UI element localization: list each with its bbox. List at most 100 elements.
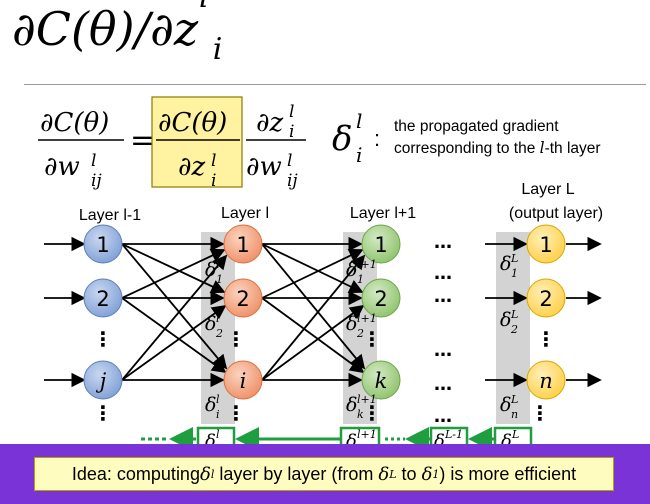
- svg-text:δ: δ: [500, 309, 511, 331]
- svg-text:k: k: [357, 408, 364, 421]
- svg-text:l: l: [91, 151, 96, 171]
- layer-label-l-plus-1: Layer l+1: [350, 205, 416, 222]
- svg-text:δ: δ: [346, 259, 357, 281]
- svg-text:1: 1: [216, 273, 223, 286]
- svg-text:⋮: ⋮: [362, 327, 382, 351]
- svg-text:l: l: [216, 393, 220, 406]
- mid-denominator: ∂z: [178, 152, 205, 182]
- svg-text:…: …: [434, 286, 452, 307]
- node-output-1: [526, 224, 566, 264]
- svg-text:⋮: ⋮: [530, 401, 550, 425]
- svg-text:δ: δ: [205, 313, 216, 335]
- layer-label-output-sub: (output layer): [509, 205, 603, 222]
- node-l-i: [223, 360, 263, 400]
- svg-text:L: L: [510, 308, 518, 321]
- vertical-ellipses: ⋮ ⋮ ⋮ ⋮ ⋮ ⋮ ⋮ ⋮: [93, 327, 556, 425]
- delta-band-output: [496, 232, 530, 424]
- lhs-numerator: ∂C(θ): [40, 108, 109, 138]
- svg-text:2: 2: [215, 327, 223, 340]
- svg-text:…: …: [434, 406, 452, 427]
- layer-label-l: Layer l: [221, 205, 269, 222]
- node-l-minus-1-1: [83, 224, 123, 264]
- svg-text:l: l: [287, 151, 292, 171]
- svg-text:L: L: [510, 252, 518, 265]
- title-divider: [24, 84, 646, 85]
- svg-text:l+1: l+1: [357, 312, 377, 325]
- svg-text:=: =: [130, 123, 155, 158]
- svg-text:i: i: [289, 122, 294, 142]
- horizontal-ellipses: … … … … … …: [434, 232, 452, 427]
- svg-text:2: 2: [374, 287, 387, 311]
- svg-text:⋮: ⋮: [226, 401, 246, 425]
- node-l-plus-1-k: [361, 360, 401, 400]
- svg-text:δ: δ: [346, 431, 357, 452]
- svg-text:i: i: [240, 369, 247, 393]
- svg-text:l+1: l+1: [357, 393, 377, 406]
- node-l-minus-1-j: [83, 360, 123, 400]
- svg-text:1: 1: [539, 233, 552, 257]
- layer-l-minus-1-nodes: 1 2 j: [83, 224, 123, 400]
- node-l-plus-1-2: [361, 278, 401, 318]
- svg-text:l: l: [216, 312, 220, 325]
- svg-text:L: L: [511, 428, 519, 441]
- svg-text:1: 1: [511, 267, 518, 280]
- svg-text:i: i: [356, 143, 362, 167]
- svg-text:δ: δ: [501, 431, 512, 452]
- svg-text:l+1: l+1: [357, 428, 377, 441]
- svg-text:L-1: L-1: [444, 428, 463, 441]
- output-layer-nodes: 1 2 n: [526, 224, 566, 400]
- svg-text:δ: δ: [500, 253, 511, 275]
- layer-label-l-minus-1: Layer l-1: [79, 207, 141, 224]
- svg-text:2: 2: [356, 327, 364, 340]
- gradient-equation: ∂C(θ) ∂w l ij = ∂C(θ) ∂z l i ∂z l i ∂w l…: [38, 96, 601, 191]
- page-title: ∂C(θ)/∂z l i: [12, 0, 223, 67]
- svg-text:δ: δ: [346, 394, 357, 416]
- output-arrows: [485, 236, 602, 388]
- svg-text:l: l: [211, 151, 216, 171]
- svg-text:1: 1: [357, 273, 364, 286]
- node-output-2: [526, 278, 566, 318]
- svg-text:1: 1: [374, 233, 387, 257]
- svg-text:k: k: [375, 369, 388, 393]
- svg-text:ij: ij: [287, 171, 298, 191]
- svg-text:ij: ij: [91, 171, 102, 191]
- svg-text::: :: [374, 126, 380, 151]
- delta-symbol: δ: [332, 119, 352, 159]
- svg-text:…: …: [434, 263, 452, 284]
- svg-text:⋮: ⋮: [93, 401, 113, 425]
- svg-text:l: l: [216, 258, 220, 271]
- svg-text:i: i: [216, 408, 220, 421]
- svg-text:2: 2: [510, 323, 518, 336]
- svg-text:δ: δ: [205, 431, 216, 452]
- svg-text:n: n: [511, 408, 518, 421]
- node-output-n: [526, 360, 566, 400]
- svg-text:…: …: [434, 232, 452, 253]
- node-l-1: [223, 224, 263, 264]
- note-line-2: corresponding to the l-th layer: [394, 139, 601, 157]
- svg-text:n: n: [539, 369, 553, 393]
- mid-numerator: ∂C(θ): [158, 108, 227, 138]
- svg-text:δ: δ: [500, 394, 511, 416]
- svg-text:i: i: [211, 171, 216, 191]
- connections-l-to-l-plus-1: [261, 236, 366, 388]
- input-arrows: [44, 236, 86, 388]
- node-l-plus-1-1: [361, 224, 401, 264]
- highlighted-term-box: [151, 96, 243, 188]
- svg-text:l: l: [356, 109, 362, 133]
- svg-text:2: 2: [96, 287, 109, 311]
- svg-text:…: …: [434, 374, 452, 395]
- svg-text:j: j: [96, 369, 107, 393]
- svg-text:⋮: ⋮: [93, 327, 113, 351]
- svg-text:l: l: [289, 102, 294, 122]
- svg-text:⋮: ⋮: [226, 327, 246, 351]
- svg-text:L: L: [510, 393, 518, 406]
- svg-text:…: …: [434, 340, 452, 361]
- svg-text:1: 1: [96, 233, 109, 257]
- svg-text:2: 2: [539, 287, 552, 311]
- svg-text:δ: δ: [205, 259, 216, 281]
- connections-l-minus-1-to-l: [121, 236, 228, 388]
